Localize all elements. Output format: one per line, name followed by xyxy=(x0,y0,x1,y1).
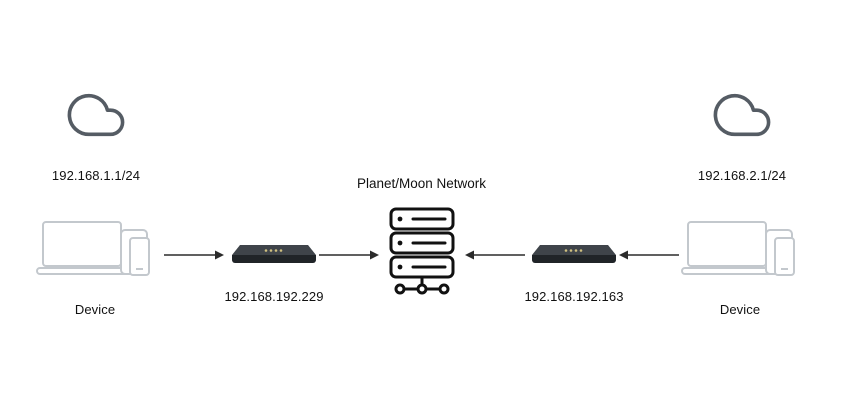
left-cloud-node: 192.168.1.1/24 xyxy=(38,86,154,183)
devices-icon xyxy=(36,221,150,276)
arrow-right-router-to-server xyxy=(465,250,525,260)
left-router-node: 192.168.192.229 xyxy=(222,238,326,304)
cloud-icon xyxy=(67,93,125,137)
router-icon xyxy=(232,245,316,263)
right-cloud-node: 192.168.2.1/24 xyxy=(684,86,800,183)
router-icon xyxy=(532,245,616,263)
left-router-label: 192.168.192.229 xyxy=(224,289,324,304)
arrow-left-devices-to-router xyxy=(164,250,224,260)
right-router-node: 192.168.192.163 xyxy=(522,238,626,304)
devices-icon xyxy=(681,221,795,276)
right-devices-node: Device xyxy=(680,218,800,317)
arrow-left-router-to-server xyxy=(319,250,379,260)
left-devices-node: Device xyxy=(30,218,160,317)
right-device-label: Device xyxy=(719,302,761,317)
right-router-label: 192.168.192.163 xyxy=(524,289,624,304)
cloud-icon xyxy=(713,93,771,137)
left-device-label: Device xyxy=(74,302,116,317)
network-title: Planet/Moon Network xyxy=(356,176,487,191)
server-rack-icon xyxy=(389,207,455,295)
arrow-right-devices-to-router xyxy=(619,250,679,260)
right-subnet-label: 192.168.2.1/24 xyxy=(697,168,787,183)
left-subnet-label: 192.168.1.1/24 xyxy=(51,168,141,183)
server-node xyxy=(384,205,460,297)
